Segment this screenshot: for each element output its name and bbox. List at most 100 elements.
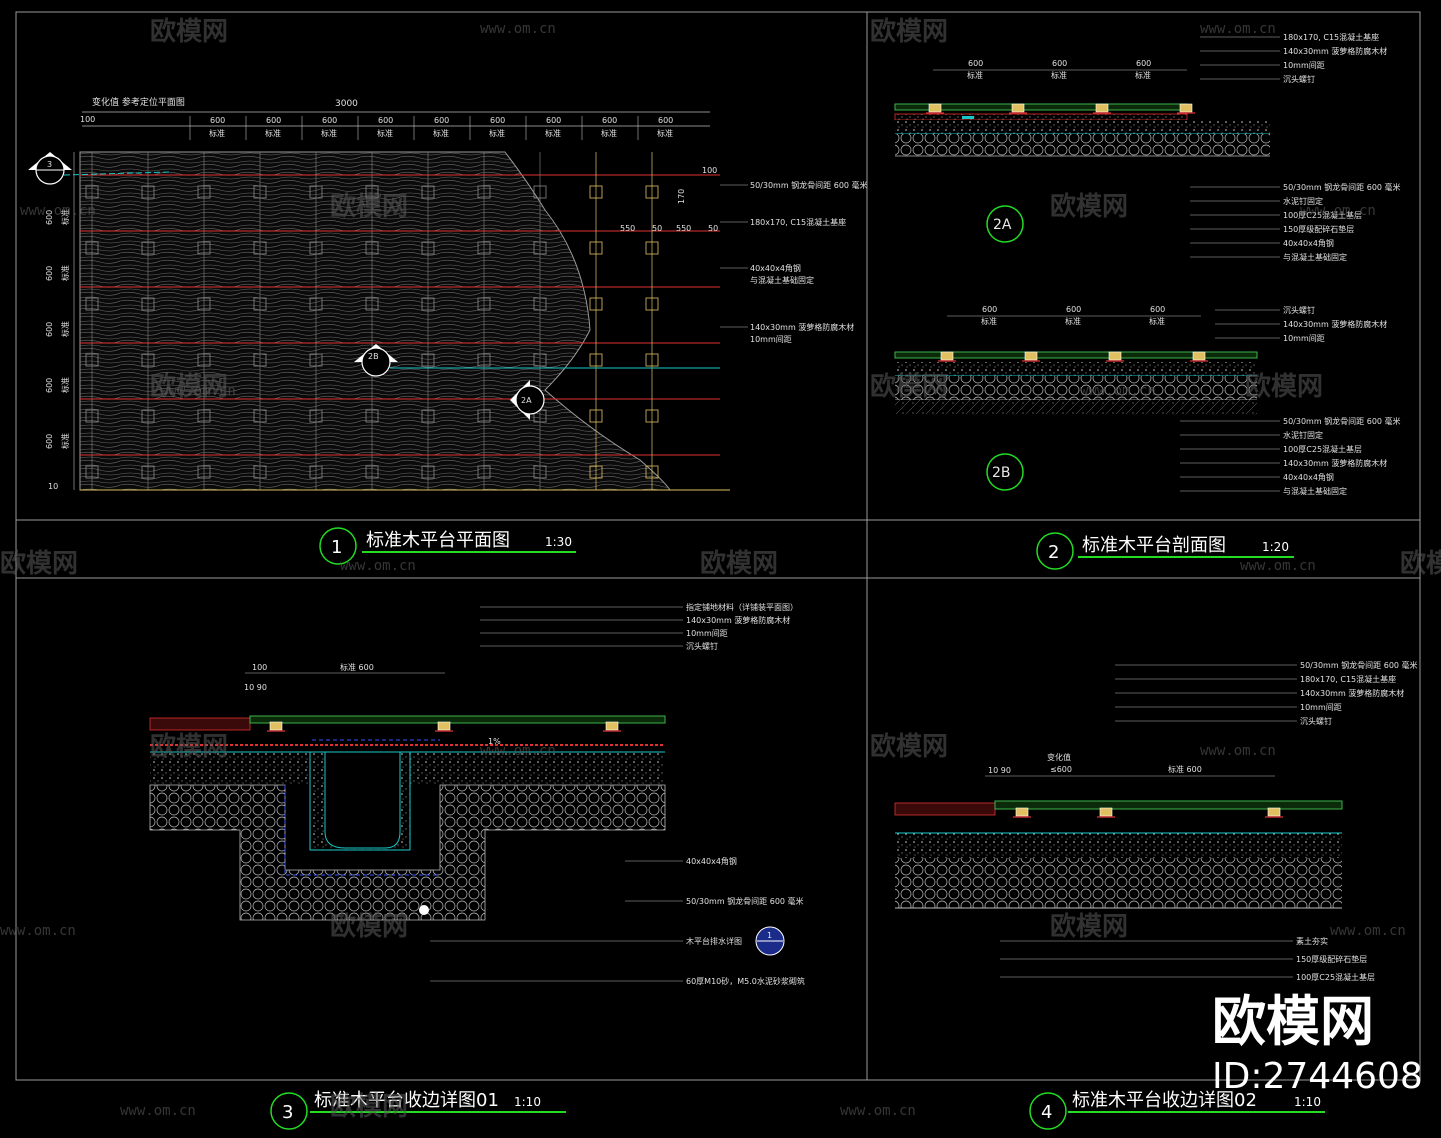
plan-callout-3: 40x40x4角钢: [750, 263, 801, 273]
panel-1-plan: 变化值 参考定位平面图 3000 100 600标准600标准600标准600标…: [28, 96, 868, 565]
section-dim-sub: 标准: [1149, 316, 1165, 326]
section-2a-callout: 180x170, C15混凝土基座: [1283, 32, 1379, 42]
p3-dim-2: 10 90: [244, 683, 267, 692]
plan-callout-4: 与混凝土基础固定: [750, 275, 814, 285]
watermark-url: www.om.cn: [840, 1103, 916, 1119]
plan-top-dim-sub: 标准: [433, 128, 449, 138]
panel-2-scale: 1:20: [1262, 540, 1289, 554]
watermark-url: www.om.cn: [120, 1103, 196, 1119]
p3-callout: 60厚M10砂，M5.0水泥砂浆砌筑: [686, 976, 805, 986]
plan-left-dim-sub: 标准: [60, 265, 70, 281]
section-dim: 600: [1150, 305, 1165, 314]
section-2b-callout: 140x30mm 菠萝格防腐木材: [1283, 319, 1387, 329]
p4-dim-2: 变化值: [1047, 752, 1071, 762]
section-mark-2b-label: 2B: [368, 352, 379, 361]
watermark-brand: 欧模网: [150, 731, 228, 762]
plan-callout-6: 10mm间距: [750, 335, 792, 344]
p3-callout: 10mm间距: [686, 629, 728, 638]
p3-callout: 指定铺地材料（详铺装平面图）: [686, 602, 798, 612]
section-dim: 600: [1052, 59, 1067, 68]
watermark-brand: 欧模网: [330, 1091, 408, 1122]
plan-top-note: 变化值 参考定位平面图: [92, 96, 185, 108]
watermark-brand: 欧模网: [870, 371, 948, 402]
section-mark-2a-label: 2A: [521, 396, 532, 405]
watermark-url: www.om.cn: [1240, 558, 1316, 574]
section-dim-sub: 标准: [1051, 70, 1067, 80]
plan-left-dim: 600: [45, 378, 54, 393]
section-2b-callout: 沉头螺钉: [1283, 305, 1315, 315]
p3-dim-3: 标准 600: [340, 662, 374, 672]
watermark-url: www.om.cn: [20, 203, 96, 219]
plan-detail-dim-4: 50: [708, 224, 718, 233]
section-2a-callout: 40x40x4角钢: [1283, 238, 1334, 248]
watermark-brand: 欧模网: [150, 371, 228, 402]
plan-callouts: 50/30mm 钢龙骨间距 600 毫米 180x170, C15混凝土基座 4…: [720, 180, 868, 344]
section-2b-callout: 40x40x4角钢: [1283, 472, 1334, 482]
panel-4-title: 标准木平台收边详图02: [1072, 1090, 1257, 1111]
p4-dim-1: 10 90: [988, 766, 1011, 775]
watermark-brand: 欧模网: [700, 548, 778, 579]
section-2a-callout: 150厚级配碎石垫层: [1283, 224, 1354, 234]
plan-callout-5: 140x30mm 菠萝格防腐木材: [750, 322, 854, 332]
plan-callout-2: 180x170, C15混凝土基座: [750, 217, 846, 227]
plan-left-dim: 600: [45, 434, 54, 449]
watermark-url: www.om.cn: [1200, 21, 1276, 37]
panel-3-title-block: 3 标准木平台收边详图01 1:10: [270, 1090, 566, 1130]
section-2a-mark-text: 2A: [993, 217, 1012, 233]
panel-1-title: 标准木平台平面图: [366, 530, 510, 551]
plan-left-dim-sub: 标准: [60, 433, 70, 449]
watermark-brand: 欧模网: [870, 731, 948, 762]
p4-callout: 素土夯实: [1296, 936, 1328, 946]
watermark-brand: 欧模网: [870, 16, 948, 47]
p4-callout: 100厚C25混凝土基层: [1296, 972, 1375, 982]
plan-top-dim-sub: 标准: [489, 128, 505, 138]
watermark-brand: 欧模网: [1050, 191, 1128, 222]
section-2a-callout: 50/30mm 钢龙骨间距 600 毫米: [1283, 182, 1401, 192]
plan-left-dim-sub: 标准: [60, 209, 70, 225]
watermark-brand: 欧模网: [150, 16, 228, 47]
section-2a-callout: 沉头螺钉: [1283, 74, 1315, 84]
p3-ref-mark-text: 1: [767, 931, 772, 940]
p4-callout: 140x30mm 菠萝格防腐木材: [1300, 688, 1404, 698]
p4-dim-4: 标准 600: [1168, 764, 1202, 774]
section-2b-callout: 10mm间距: [1283, 334, 1325, 343]
plan-top-dim: 600: [322, 116, 337, 125]
p3-callouts: 指定铺地材料（详铺装平面图）140x30mm 菠萝格防腐木材10mm间距沉头螺钉…: [430, 602, 805, 986]
section-2a-callout: 100厚C25混凝土基层: [1283, 210, 1362, 220]
panel-3-number: 3: [282, 1102, 293, 1123]
section-2b-callout: 水泥钉固定: [1283, 430, 1323, 440]
p4-callout: 10mm间距: [1300, 703, 1342, 712]
plan-left-dim-last: 10: [48, 482, 58, 491]
section-2a-callout: 10mm间距: [1283, 61, 1325, 70]
panel-3-edge-detail-01: 100 10 90 标准 600 1% 指定铺地材料（详铺装平面图）140x30…: [149, 602, 805, 1130]
section-dim: 600: [1066, 305, 1081, 314]
p4-callout: 50/30mm 钢龙骨间距 600 毫米: [1300, 660, 1418, 670]
plan-top-dim-sub: 标准: [377, 128, 393, 138]
section-dim-sub: 标准: [1065, 316, 1081, 326]
plan-dim-first: 100: [80, 115, 95, 124]
section-dim: 600: [968, 59, 983, 68]
watermark-brand: 欧模网: [1245, 371, 1323, 402]
plan-top-dim: 600: [602, 116, 617, 125]
panel-4-scale: 1:10: [1294, 1095, 1321, 1109]
section-mark-2a: 2A: [510, 380, 545, 420]
p4-callout: 180x170, C15混凝土基座: [1300, 674, 1396, 684]
plan-detail-dim-1: 550: [620, 224, 635, 233]
watermark-brand: 欧模网: [330, 911, 408, 942]
section-dim: 600: [1136, 59, 1151, 68]
watermark-brand-large: 欧模网: [1212, 990, 1374, 1053]
section-2b-label: 2B: [986, 453, 1024, 491]
p3-reference-mark: 1: [755, 926, 785, 956]
watermark-url: www.om.cn: [480, 743, 556, 759]
watermark-url: www.om.cn: [0, 923, 76, 939]
panel-2-title-block: 2 标准木平台剖面图 1:20: [1036, 532, 1294, 570]
section-dim-sub: 标准: [1135, 70, 1151, 80]
plan-top-dim: 600: [266, 116, 281, 125]
watermark-url: www.om.cn: [480, 21, 556, 37]
